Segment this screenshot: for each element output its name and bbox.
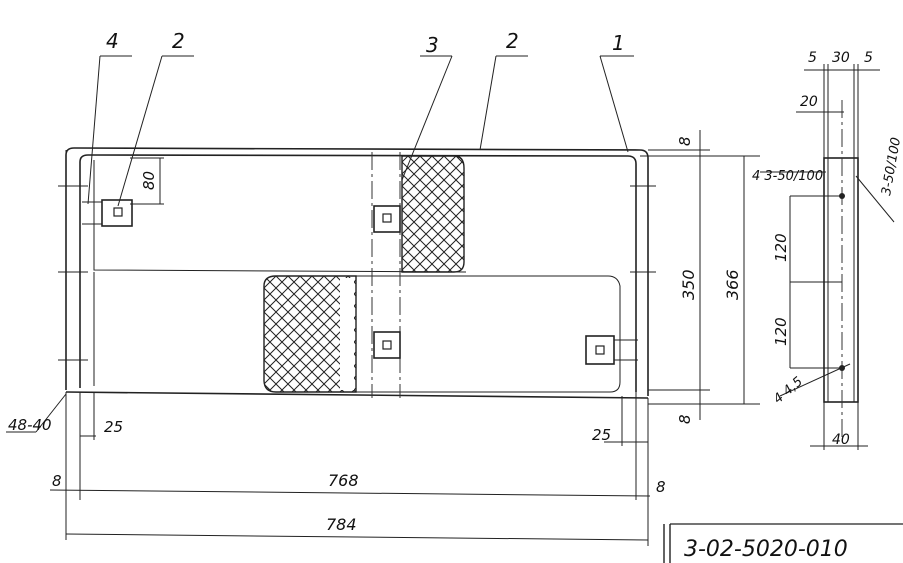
side-width-40: 40: [832, 432, 850, 448]
dim-bottom-8: 8: [676, 414, 694, 424]
side-slot: 3-50/100: [879, 136, 903, 196]
bracket-center-upper: [373, 205, 401, 233]
dim-right-25: 25: [592, 426, 611, 444]
outer-frame: [65, 147, 649, 399]
dim-left-25: 25: [104, 418, 123, 436]
dim-366: 366: [723, 269, 742, 300]
side-hole-bottom: 4 4,5: [771, 374, 806, 407]
callout-2-left: 2: [172, 29, 185, 53]
dim-right-8: 8: [656, 478, 666, 496]
plate-gap: [340, 278, 354, 390]
callout-1: 1: [612, 31, 625, 55]
side-width-5-left: 5: [808, 50, 817, 66]
dim-top-8: 8: [676, 136, 694, 146]
dim-hole-left: 48-40: [8, 416, 52, 434]
lower-panel-outline: [356, 275, 621, 393]
callout-3: 3: [426, 33, 439, 57]
left-ticks: [58, 185, 656, 361]
upper-panel-outline: [93, 160, 467, 273]
side-spacing-120-upper: 120: [772, 233, 790, 262]
bracket-left: [82, 199, 133, 227]
side-hole-top: 4 3-50/100: [752, 169, 823, 184]
dim-768: 768: [328, 471, 359, 490]
side-width-30: 30: [832, 50, 850, 66]
title-block: [663, 523, 903, 563]
right-dimension-lines: [640, 130, 760, 420]
bottom-dimension-lines: [6, 392, 651, 546]
side-view: [760, 64, 895, 450]
callout-4: 4: [106, 29, 119, 53]
bracket-right: [585, 335, 638, 365]
dim-350: 350: [679, 269, 698, 300]
side-spacing-120-lower: 120: [772, 317, 790, 346]
dim-80: 80: [140, 171, 158, 190]
dim-left-8: 8: [52, 472, 62, 490]
callout-2-right: 2: [506, 29, 519, 53]
side-offset-20: 20: [800, 94, 818, 110]
drawing-number: 3-02-5020-010: [684, 537, 848, 562]
side-width-5-right: 5: [864, 50, 873, 66]
dim-784: 784: [326, 515, 357, 534]
bracket-center-lower: [373, 331, 401, 359]
callout-leaders: [87, 55, 634, 207]
hatched-plate-upper: [401, 155, 465, 273]
